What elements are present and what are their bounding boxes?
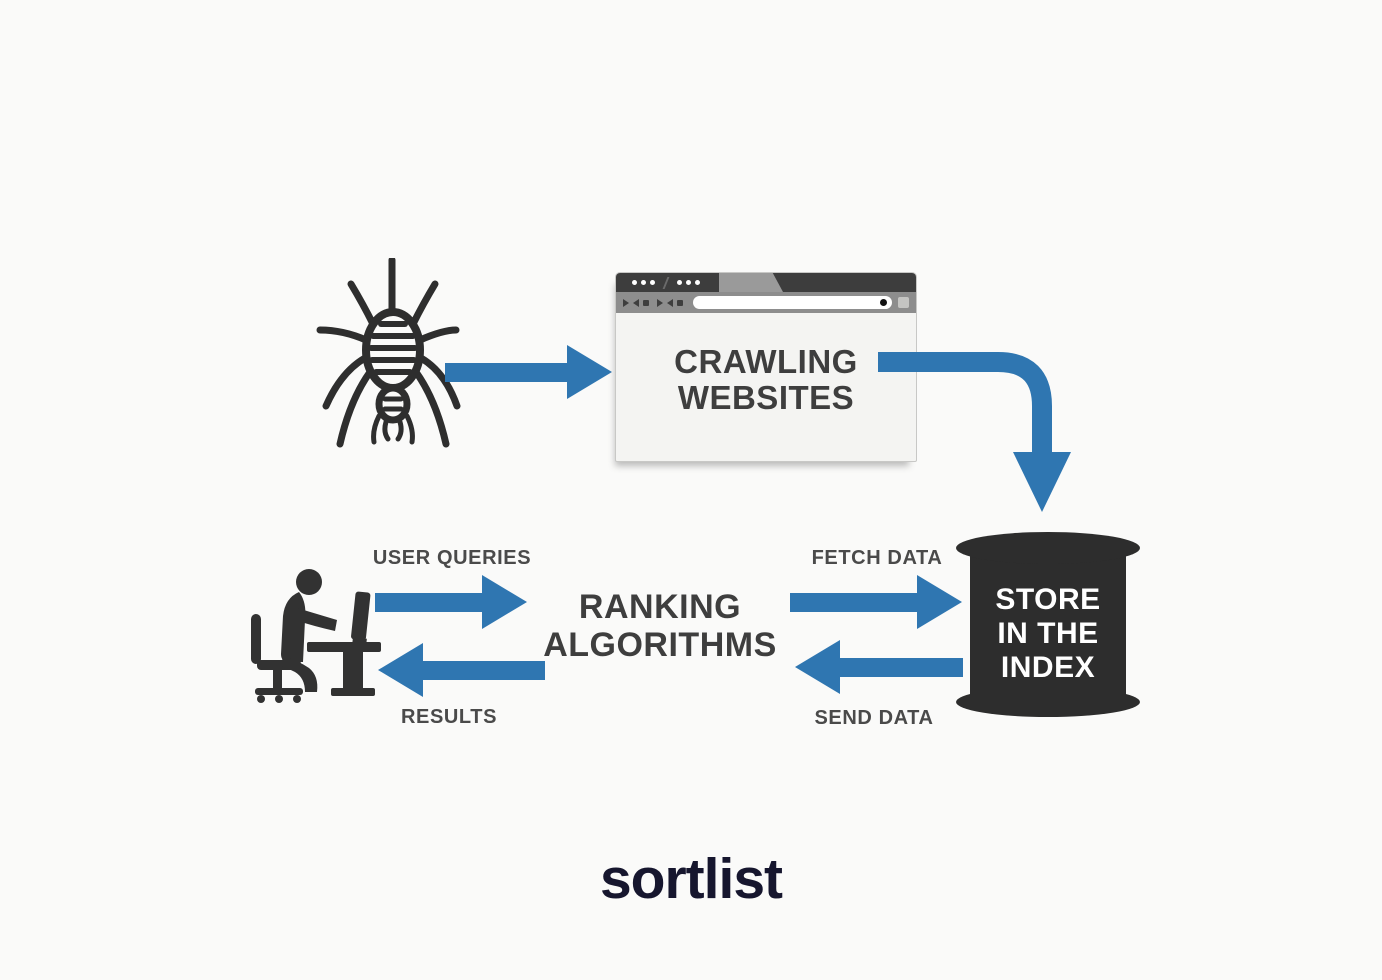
spider-crawler-icon (316, 258, 461, 448)
arrow-head-icon (917, 575, 962, 629)
arrow-head-icon (567, 345, 612, 399)
crawling-label-line1: CRAWLING (674, 343, 858, 380)
arrow-spider-to-crawling (445, 343, 612, 401)
arrow-shaft (445, 362, 567, 382)
arrow-ranking-to-index (790, 573, 962, 631)
arrow-user-to-ranking (375, 573, 527, 631)
crawling-websites-node: CRAWLING WEBSITES (616, 313, 916, 461)
send-data-label: SEND DATA (814, 707, 934, 729)
browser-titlebar (616, 273, 916, 292)
stop-icon (643, 299, 649, 306)
user-at-computer-icon (251, 569, 381, 703)
arrow-head-icon (795, 640, 840, 694)
back-icon (667, 298, 673, 307)
forward-icon (657, 298, 663, 307)
ranking-algorithms-node: RANKING ALGORITHMS (540, 588, 780, 664)
tab-dots-icon (668, 280, 709, 285)
arrow-ranking-to-user (378, 641, 545, 699)
arrow-head-icon (482, 575, 527, 629)
active-tab-icon (719, 273, 783, 292)
address-bar (693, 296, 892, 309)
ranking-label-line1: RANKING (578, 588, 742, 626)
database-cylinder-icon (956, 532, 1140, 717)
results-label: RESULTS (400, 706, 498, 728)
tab-dots-icon (623, 280, 664, 285)
arrow-shaft (840, 657, 963, 677)
sortlist-logo: sortlist (599, 847, 783, 911)
stop-icon (677, 299, 683, 306)
arrow-shaft (423, 660, 545, 680)
forward-icon (623, 298, 629, 307)
arrow-head-icon (378, 643, 423, 697)
back-icon (633, 298, 639, 307)
arrow-crawling-to-index (878, 352, 1071, 512)
arrow-shaft (790, 592, 917, 612)
arrow-shaft (375, 592, 482, 612)
fetch-data-label: FETCH DATA (811, 547, 943, 569)
address-bar-dot-icon (880, 299, 887, 306)
index-label-line1: STORE (995, 583, 1101, 616)
store-in-index-node: STORE IN THE INDEX (958, 583, 1138, 685)
browser-toolbar (616, 292, 916, 313)
user-queries-label: USER QUERIES (372, 547, 532, 569)
crawling-label-line2: WEBSITES (677, 379, 855, 416)
browser-menu-button-icon (898, 297, 909, 308)
arrow-index-to-ranking (795, 638, 963, 696)
index-label-line2: IN THE (997, 617, 1099, 650)
browser-window-icon: CRAWLING WEBSITES (615, 272, 917, 462)
ranking-label-line2: ALGORITHMS (543, 626, 777, 664)
index-label-line3: INDEX (1000, 651, 1096, 684)
